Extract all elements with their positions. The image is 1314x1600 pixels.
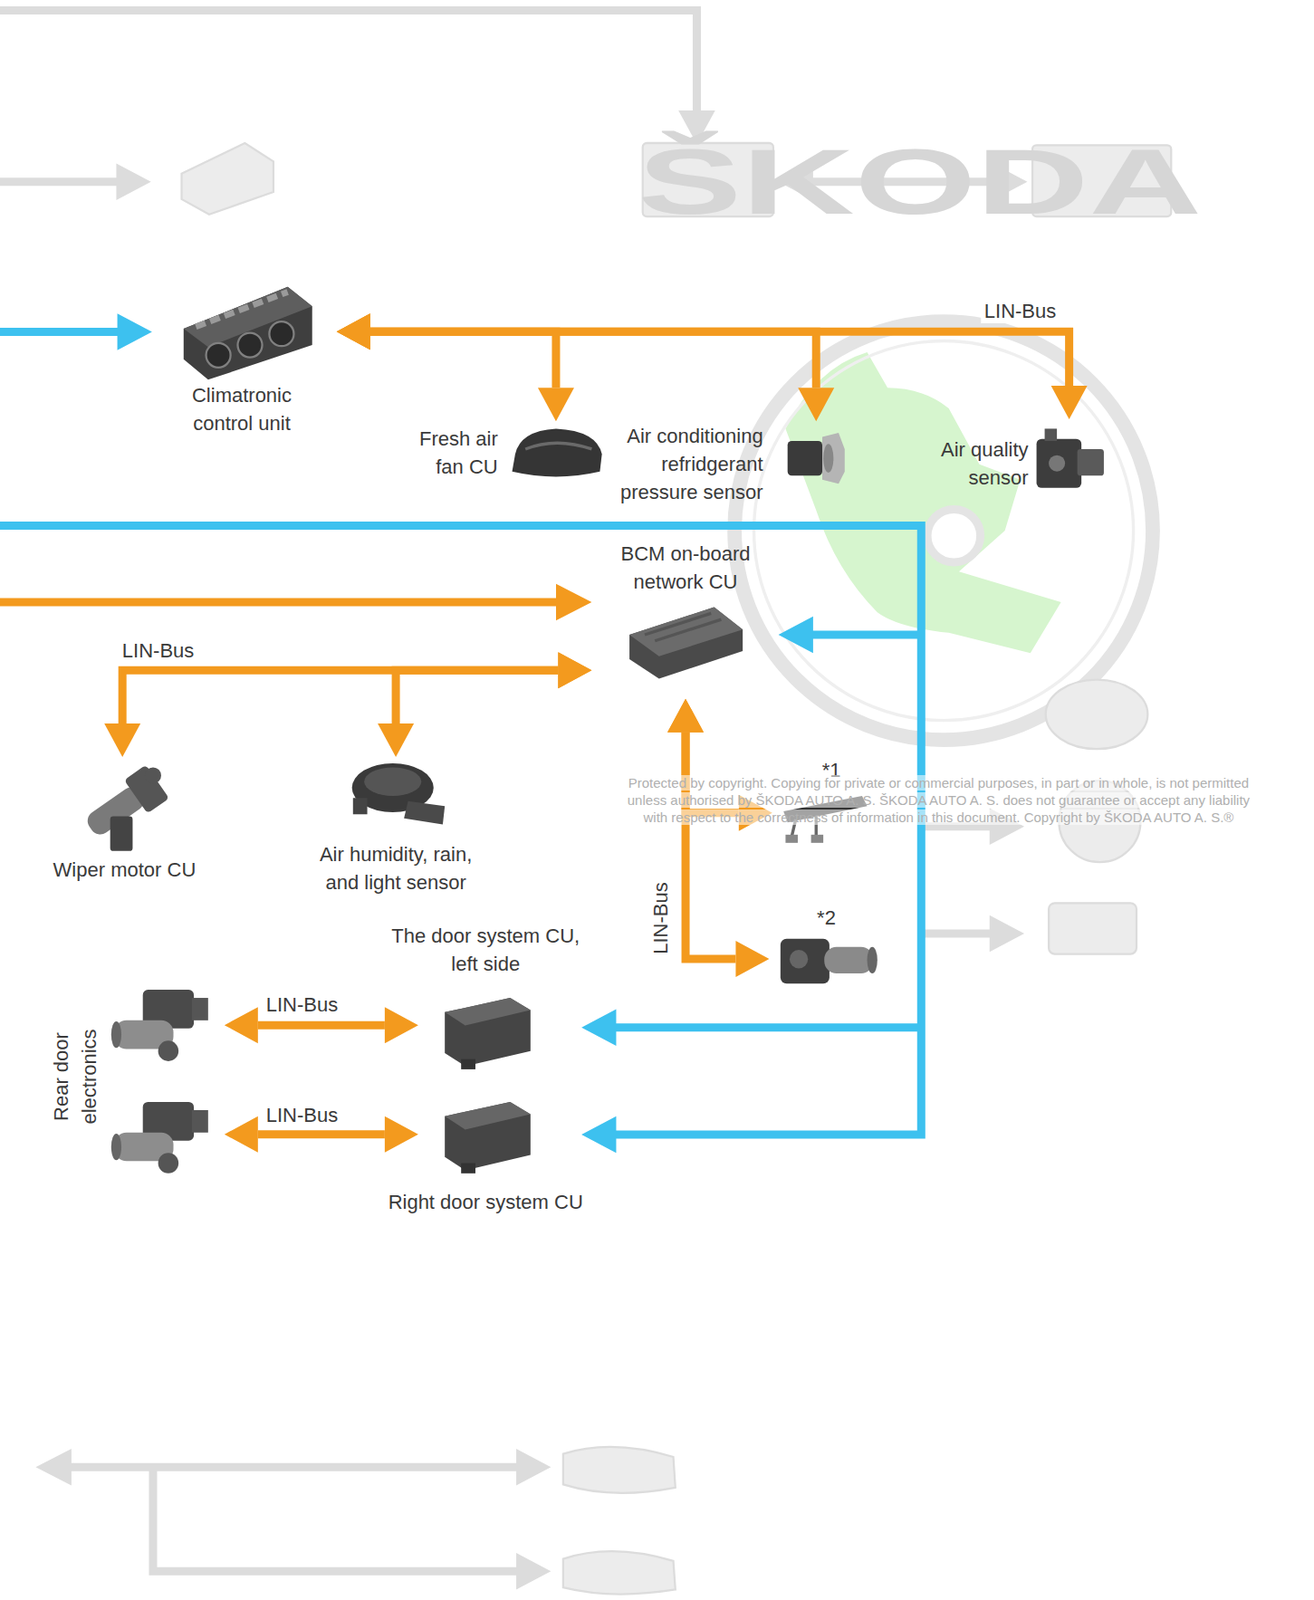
copyright-watermark: unless authorised by ŠKODA AUTO A. S. ŠK… (627, 792, 1250, 808)
component-label: Rear door electronics (47, 1015, 104, 1138)
bus-line (685, 732, 736, 960)
bcm-unit (629, 607, 743, 680)
lin-bus-connector (667, 699, 769, 978)
fan-control-unit (512, 428, 603, 477)
brand-emblem (734, 321, 1153, 740)
arrow-head (557, 652, 592, 689)
incoming-lin-line (0, 584, 592, 622)
lin-bus-connector (377, 652, 592, 758)
bus-line (370, 331, 1070, 386)
copyright-watermark: with respect to the correctness of infor… (642, 809, 1234, 825)
arrow-head (797, 387, 835, 422)
arrow-head (667, 699, 704, 733)
component: The door system CU, left side (441, 994, 533, 1068)
component-label: Wiper motor CU (32, 855, 217, 884)
arrow-head (104, 723, 141, 758)
component-label: Right door system CU (363, 1188, 608, 1217)
bus-label: LIN-Bus (649, 878, 673, 958)
component-label: The door system CU, left side (380, 921, 591, 979)
lin-bus-connector (336, 313, 1088, 420)
bus-line (122, 670, 558, 724)
component: Right door system CU (441, 1098, 533, 1172)
component-label: Air conditioning refridgerant pressure s… (606, 422, 763, 507)
arrow-head (557, 652, 592, 689)
component-label: Air quality sensor (926, 435, 1029, 492)
copyright-watermark: Protected by copyright. Copying for priv… (628, 775, 1249, 791)
door-control-unit (444, 997, 531, 1070)
window-motor (111, 1102, 209, 1174)
bus-line (370, 331, 557, 388)
bus-line (395, 670, 558, 724)
component-label: Fresh air fan CU (395, 424, 499, 481)
component: *2 (776, 923, 877, 996)
component: BCM on-board network CU (627, 604, 744, 679)
window-motor (111, 989, 209, 1062)
wiper-motor (78, 765, 170, 852)
arrow-head (336, 313, 371, 350)
component: Fresh air fan CU (509, 428, 602, 482)
component: Wiper motor CU (73, 759, 172, 854)
component-label: BCM on-board network CU (609, 539, 763, 596)
arrow-head (667, 699, 704, 733)
actuator-motor (780, 939, 878, 985)
component: Climatronic control unit (182, 285, 312, 380)
bus-label: LIN-Bus (262, 1103, 342, 1128)
bus-line (370, 331, 816, 388)
arrow-head (224, 1007, 259, 1044)
arrow-head (735, 940, 769, 978)
component: Air humidity, rain, and light sensor (346, 759, 445, 827)
rain-light-sensor (352, 763, 446, 825)
component: Rear door electronics (106, 981, 214, 1181)
air-quality-sensor (1036, 428, 1104, 488)
bus-line (258, 1130, 385, 1139)
bus-label: LIN-Bus (118, 639, 198, 663)
component: Air quality sensor (1032, 426, 1106, 497)
pressure-sensor (787, 432, 845, 484)
door-control-unit (444, 1102, 531, 1174)
arrow-head (336, 313, 371, 350)
bus-label: LIN-Bus (980, 299, 1060, 324)
arrow-head (384, 1116, 419, 1153)
lin-bus-connector (104, 652, 592, 758)
arrow-head (336, 313, 371, 350)
arrow-head (1051, 385, 1088, 420)
arrow-head (537, 387, 575, 422)
can-bus-lines (0, 313, 921, 1153)
brand-wordmark: ŠKODA (637, 135, 1202, 229)
bus-line (258, 1021, 385, 1030)
component: Air conditioning refridgerant pressure s… (785, 428, 847, 485)
climatronic-unit (183, 287, 313, 381)
faded-components (182, 143, 1172, 1595)
component-label: Climatronic control unit (165, 381, 319, 438)
arrow-head (224, 1116, 259, 1153)
component-label: Air humidity, rain, and light sensor (308, 840, 483, 897)
arrow-head (384, 1007, 419, 1044)
arrow-head (377, 723, 414, 758)
component-label: *2 (807, 903, 845, 932)
bus-label: LIN-Bus (262, 993, 342, 1017)
